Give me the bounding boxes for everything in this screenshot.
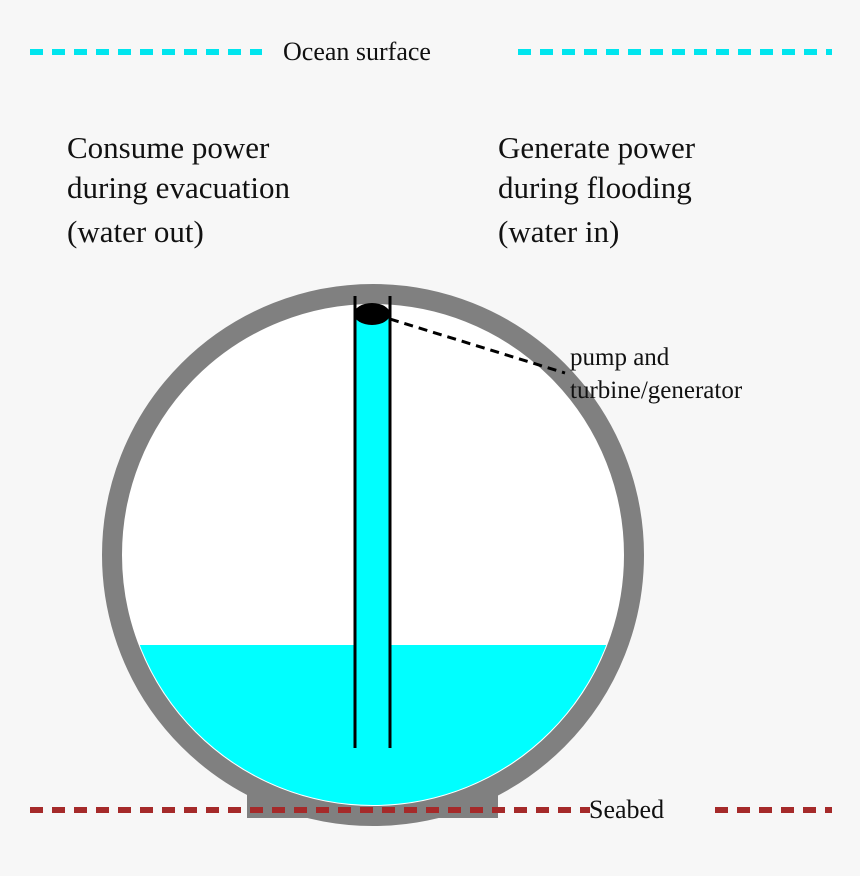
generate-caption-line-3: (water in)	[498, 214, 619, 249]
pump-turbine	[354, 303, 390, 325]
pump-label-line-1: pump and	[570, 344, 670, 371]
pump-leader-line	[389, 317, 566, 375]
consume-caption-line-2: during evacuation	[67, 170, 290, 205]
generate-caption-line-2: during flooding	[498, 170, 692, 205]
consume-caption-line-3: (water out)	[67, 214, 204, 249]
generate-caption-line-1: Generate power	[498, 130, 696, 165]
pipe-water	[355, 312, 390, 747]
generate-power-caption: Generate power during flooding (water in…	[498, 130, 703, 249]
consume-caption-line-1: Consume power	[67, 130, 270, 165]
pump-label: pump and turbine/generator	[570, 344, 743, 404]
ocean-surface-label: Ocean surface	[283, 37, 431, 66]
seabed-label: Seabed	[589, 795, 664, 824]
consume-power-caption: Consume power during evacuation (water o…	[67, 130, 298, 249]
pump-label-line-2: turbine/generator	[570, 377, 743, 404]
